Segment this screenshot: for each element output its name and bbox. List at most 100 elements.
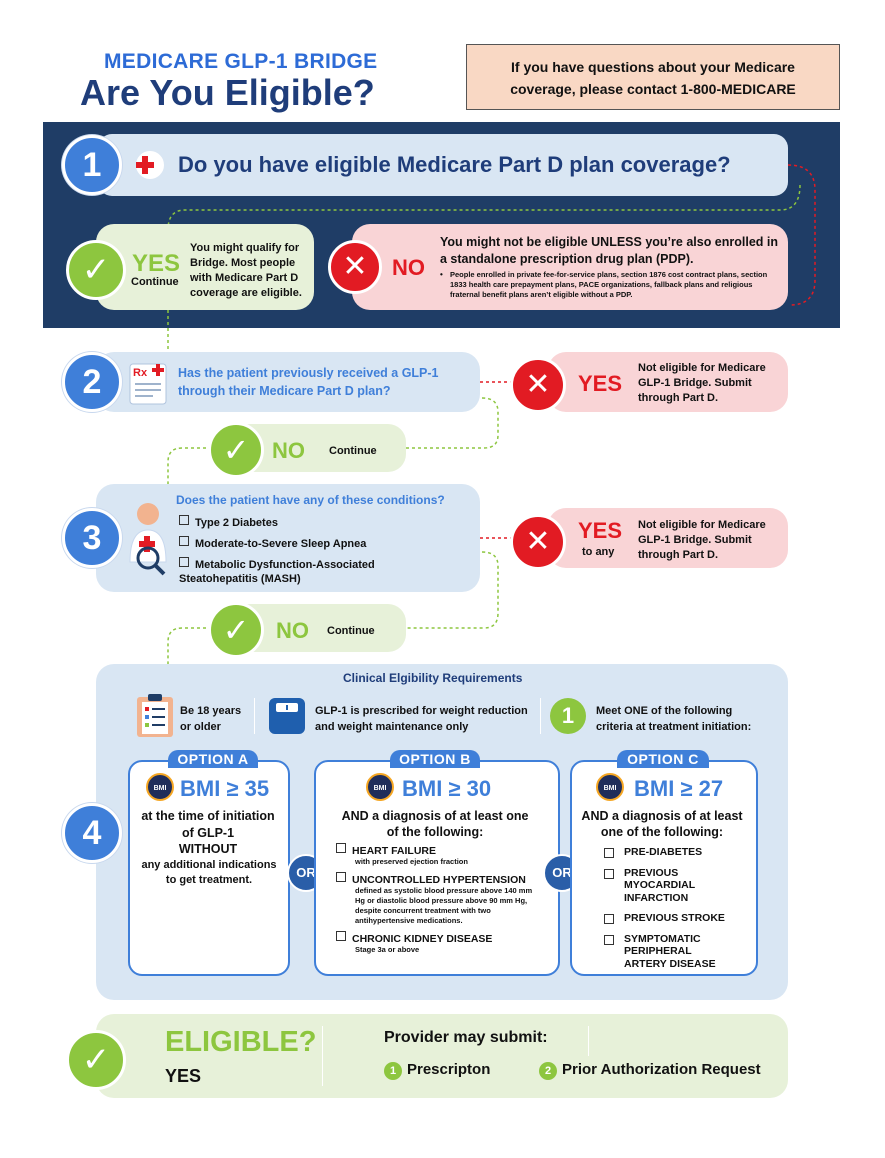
checkbox-icon <box>179 515 189 525</box>
step1-yes-continue: Continue <box>131 276 179 288</box>
option-b-bmi: BMI ≥ 30 <box>402 776 492 801</box>
connector-3-no <box>405 551 499 629</box>
svg-text:Rx: Rx <box>133 367 148 379</box>
diagnosis-name: PRE-DIABETES <box>624 846 703 858</box>
step1-question-pill <box>98 134 788 196</box>
step1-yes-text: You might qualify for Bridge. Most peopl… <box>190 242 302 299</box>
diagnosis-item: SYMPTOMATIC PERIPHERAL ARTERY DISEASE <box>604 933 744 971</box>
step2-number: 2 <box>62 352 122 412</box>
step4-number: 4 <box>62 803 122 863</box>
condition-label: Moderate-to-Severe Sleep Apnea <box>195 538 367 550</box>
diagnosis-name: UNCONTROLLED HYPERTENSION <box>352 874 526 886</box>
step2-question: Has the patient previously received a GL… <box>178 366 439 398</box>
step3-no-label: NO <box>276 618 309 643</box>
option-c-tab: OPTION C <box>617 750 709 768</box>
req-criteria: Meet ONE of the following criteria at tr… <box>596 705 752 733</box>
checkbox-icon <box>604 848 614 858</box>
step2-yes-label: YES <box>578 371 623 396</box>
divider <box>588 1026 589 1056</box>
condition-label: Type 2 Diabetes <box>195 517 278 529</box>
step3-yes-text: Not eligible for Medicare GLP-1 Bridge. … <box>638 519 766 561</box>
diagnosis-item: CHRONIC KIDNEY DISEASE Stage 3a or above <box>336 931 546 955</box>
diagnosis-item: PREVIOUS MYOCARDIAL INFARCTION <box>604 867 744 905</box>
diagnosis-sub: with preserved ejection fraction <box>355 857 468 866</box>
diagnosis-sub: Stage 3a or above <box>355 945 420 954</box>
option-a-line3: any additional indications to get treatm… <box>141 859 277 886</box>
connector-1-yes <box>167 184 801 231</box>
connector-2-no <box>405 397 499 449</box>
step1-question: Do you have eligible Medicare Part D pla… <box>178 152 731 177</box>
page-title: Are You Eligible? <box>80 72 375 113</box>
checkbox-icon <box>604 914 614 924</box>
check-icon: ✓ <box>208 602 264 658</box>
x-icon: ✕ <box>510 357 566 413</box>
step2-yes-pill <box>548 352 788 412</box>
checkbox-icon <box>604 934 614 945</box>
req-age: Be 18 years or older <box>180 705 242 733</box>
option-b-box <box>314 760 560 976</box>
step1-no-label: NO <box>392 255 425 280</box>
diagnosis-sub: defined as systolic blood pressure above… <box>355 886 533 925</box>
diagnosis-item: PRE-DIABETES <box>604 846 744 859</box>
step1-no-pill <box>352 224 788 310</box>
diagnosis-item: HEART FAILURE with preserved ejection fr… <box>336 843 546 867</box>
option-c-bmi: BMI ≥ 27 <box>634 776 724 801</box>
step1-no-text: You might not be eligible UNLESS you’re … <box>440 235 779 266</box>
header-subtitle: MEDICARE GLP-1 BRIDGE <box>104 50 378 73</box>
step2-no-label: NO <box>272 438 305 463</box>
x-icon: ✕ <box>328 240 382 294</box>
option-b-intro: AND a diagnosis of at least one of the f… <box>341 809 529 839</box>
option-c-items: PRE-DIABETES PREVIOUS MYOCARDIAL INFARCT… <box>604 846 744 970</box>
checkbox-icon <box>179 536 189 546</box>
contact-text: If you have questions about your Medicar… <box>510 59 796 97</box>
option-b-tab: OPTION B <box>390 750 480 768</box>
step3-yes-pill <box>548 508 788 568</box>
final-option1: Prescripton <box>407 1061 491 1078</box>
step3-yes-label: YES <box>578 518 623 543</box>
check-icon: ✓ <box>208 422 264 478</box>
final-title: ELIGIBLE? <box>165 1026 317 1058</box>
checkbox-icon <box>336 843 346 853</box>
x-icon: ✕ <box>510 514 566 570</box>
step3-no-continue: Continue <box>327 625 375 637</box>
medical-cross-icon <box>128 148 168 182</box>
step4-title: Clinical Elgibility Requirements <box>343 671 523 685</box>
option-b-items: HEART FAILURE with preserved ejection fr… <box>336 843 546 955</box>
scale-icon <box>268 697 306 735</box>
checkbox-icon <box>179 557 189 567</box>
divider <box>254 698 255 734</box>
step1-yes-label: YES <box>132 250 181 277</box>
check-icon: ✓ <box>66 1030 126 1090</box>
diagnosis-name: SYMPTOMATIC PERIPHERAL ARTERY DISEASE <box>624 932 716 970</box>
diagnosis-item: PREVIOUS STROKE <box>604 912 744 925</box>
step1-number: 1 <box>62 135 122 195</box>
option1-number-badge: 1 <box>384 1062 402 1080</box>
option-c-intro: AND a diagnosis of at least one of the f… <box>581 809 743 839</box>
divider <box>540 698 541 734</box>
step1-no-note: People enrolled in private fee-for-servi… <box>450 270 768 299</box>
prescription-icon: Rx <box>128 360 168 406</box>
condition-item-cont: Steatohepatitis (MASH) <box>179 572 375 586</box>
option-a-bmi: BMI ≥ 35 <box>180 776 270 801</box>
option-a-line1: at the time of initiation of GLP-1 <box>141 809 275 840</box>
diagnosis-name: HEART FAILURE <box>352 845 436 857</box>
clipboard-icon <box>134 692 176 738</box>
bullet-icon: • <box>440 270 443 279</box>
connector-2-down <box>167 447 212 484</box>
step3-number: 3 <box>62 508 122 568</box>
condition-item: Moderate-to-Severe Sleep Apnea <box>179 536 375 557</box>
step3-question: Does the patient have any of these condi… <box>176 493 445 507</box>
provider-label: Provider may submit: <box>384 1029 548 1046</box>
req-prescribed: GLP-1 is prescribed for weight reduction… <box>315 705 528 733</box>
final-answer: YES <box>165 1066 202 1086</box>
contact-box: If you have questions about your Medicar… <box>466 44 840 110</box>
connector-3-down <box>167 627 212 664</box>
diagnosis-name: CHRONIC KIDNEY DISEASE <box>352 933 493 945</box>
option-a-tab: OPTION A <box>168 750 258 768</box>
checkbox-icon <box>336 872 346 882</box>
option-a-line2: WITHOUT <box>178 842 238 856</box>
connector-1-no <box>787 164 816 306</box>
bmi-gauge-icon: BMI <box>146 773 174 801</box>
divider <box>322 1026 323 1086</box>
